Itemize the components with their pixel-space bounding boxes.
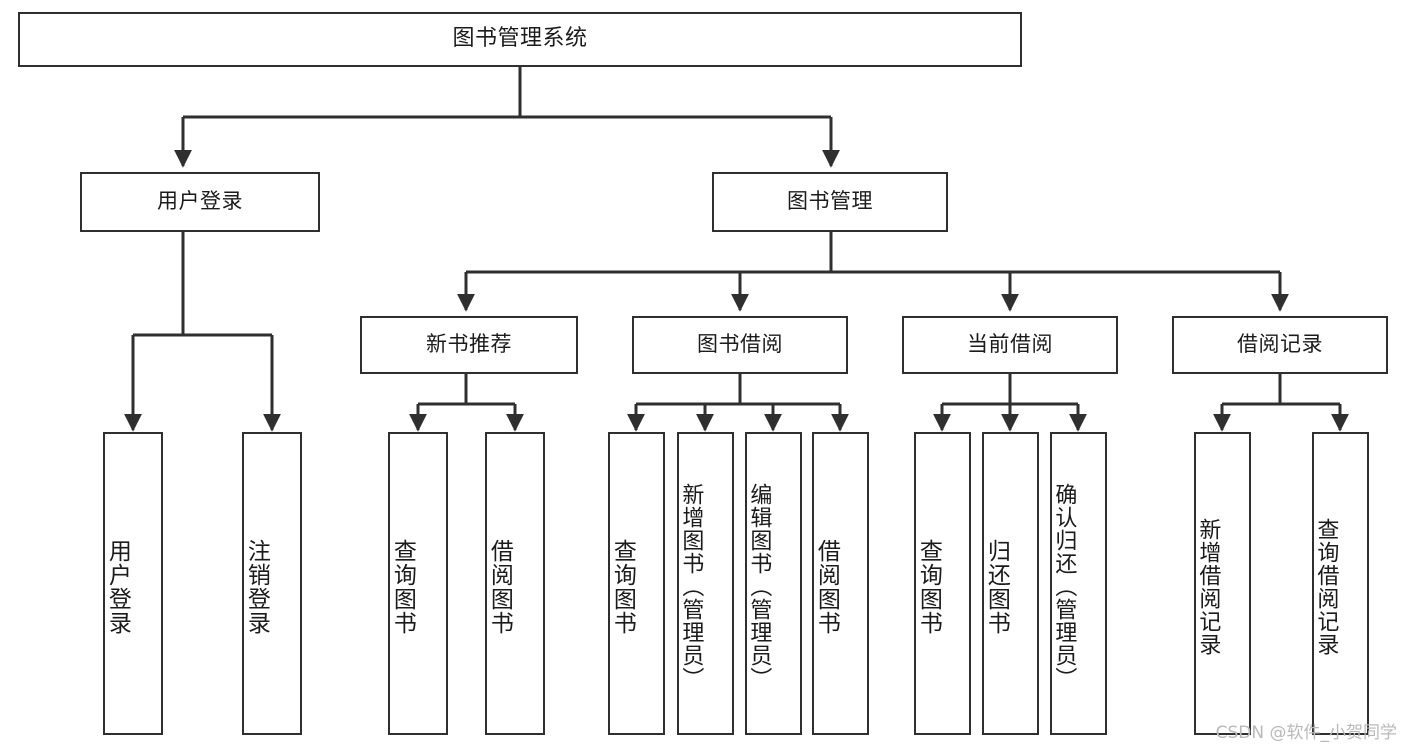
- node-new-book-rec-label: 新书推荐: [426, 332, 512, 357]
- node-leaf-add-book-label: 新增图书（管理员）: [678, 483, 704, 690]
- node-leaf-query-book-3-label: 查询图书: [915, 538, 942, 635]
- node-leaf-query-record-label: 查询借阅记录: [1313, 517, 1339, 656]
- node-leaf-user-logout-label: 注销登录: [243, 538, 270, 635]
- node-leaf-user-login-label: 用户登录: [104, 538, 131, 635]
- node-leaf-query-record[interactable]: 查询借阅记录: [1312, 432, 1369, 735]
- node-user-login-label: 用户登录: [157, 189, 243, 214]
- node-leaf-edit-book[interactable]: 编辑图书（管理员）: [745, 432, 802, 735]
- node-current-borrow[interactable]: 当前借阅: [902, 316, 1118, 374]
- node-new-book-rec[interactable]: 新书推荐: [360, 316, 578, 374]
- node-leaf-query-book-2-label: 查询图书: [609, 538, 636, 635]
- node-root-label: 图书管理系统: [452, 26, 588, 52]
- node-leaf-confirm-return-label: 确认归还（管理员）: [1051, 483, 1077, 690]
- node-leaf-borrow-book-1-label: 借阅图书: [486, 538, 513, 635]
- node-book-borrow[interactable]: 图书借阅: [632, 316, 848, 374]
- node-leaf-user-login[interactable]: 用户登录: [103, 432, 163, 735]
- node-leaf-query-book-1-label: 查询图书: [389, 538, 416, 635]
- node-leaf-query-book-2[interactable]: 查询图书: [608, 432, 665, 735]
- node-book-borrow-label: 图书借阅: [697, 332, 783, 357]
- node-leaf-add-record-label: 新增借阅记录: [1195, 517, 1221, 656]
- node-leaf-query-book-3[interactable]: 查询图书: [914, 432, 971, 735]
- node-book-manage[interactable]: 图书管理: [712, 172, 948, 232]
- node-leaf-return-book[interactable]: 归还图书: [982, 432, 1039, 735]
- node-leaf-return-book-label: 归还图书: [983, 538, 1010, 635]
- watermark: CSDN @软件_小贺同学: [1215, 723, 1397, 743]
- node-borrow-record[interactable]: 借阅记录: [1172, 316, 1388, 374]
- node-leaf-edit-book-label: 编辑图书（管理员）: [746, 483, 772, 690]
- node-leaf-borrow-book-2-label: 借阅图书: [813, 538, 840, 635]
- node-book-manage-label: 图书管理: [787, 189, 873, 214]
- node-leaf-confirm-return[interactable]: 确认归还（管理员）: [1050, 432, 1107, 735]
- node-leaf-user-logout[interactable]: 注销登录: [242, 432, 302, 735]
- node-root[interactable]: 图书管理系统: [18, 12, 1022, 67]
- node-leaf-add-record[interactable]: 新增借阅记录: [1194, 432, 1251, 735]
- node-borrow-record-label: 借阅记录: [1237, 332, 1323, 357]
- node-user-login[interactable]: 用户登录: [80, 172, 320, 232]
- node-leaf-borrow-book-1[interactable]: 借阅图书: [485, 432, 545, 735]
- node-leaf-borrow-book-2[interactable]: 借阅图书: [812, 432, 869, 735]
- node-leaf-query-book-1[interactable]: 查询图书: [388, 432, 448, 735]
- node-current-borrow-label: 当前借阅: [967, 332, 1053, 357]
- node-leaf-add-book[interactable]: 新增图书（管理员）: [677, 432, 734, 735]
